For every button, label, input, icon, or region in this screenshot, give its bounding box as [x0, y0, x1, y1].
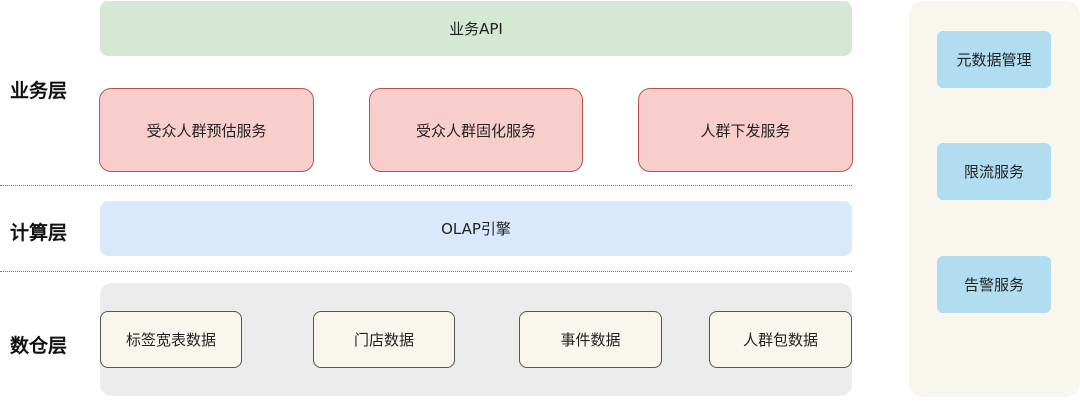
warehouse-item-store-data: 门店数据 — [313, 311, 455, 368]
layer-label-warehouse: 数仓层 — [10, 335, 68, 357]
sidebar-item-metadata: 元数据管理 — [937, 31, 1051, 88]
warehouse-item-event-data: 事件数据 — [519, 311, 662, 368]
sidebar-item-alerting: 告警服务 — [937, 256, 1051, 313]
layer-label-compute: 计算层 — [10, 222, 68, 244]
layer-divider-bottom — [0, 271, 852, 272]
layer-divider-top — [0, 185, 852, 186]
service-box-audience-solidify: 受众人群固化服务 — [369, 88, 583, 172]
warehouse-item-audience-package: 人群包数据 — [709, 311, 852, 368]
olap-engine-box: OLAP引擎 — [100, 201, 852, 256]
business-api-box: 业务API — [100, 1, 852, 56]
service-box-audience-dispatch: 人群下发服务 — [638, 88, 853, 172]
layer-label-business: 业务层 — [10, 80, 68, 102]
warehouse-item-tag-wide-table: 标签宽表数据 — [100, 311, 242, 368]
sidebar-item-rate-limit: 限流服务 — [937, 143, 1051, 200]
service-box-audience-estimate: 受众人群预估服务 — [99, 88, 314, 172]
